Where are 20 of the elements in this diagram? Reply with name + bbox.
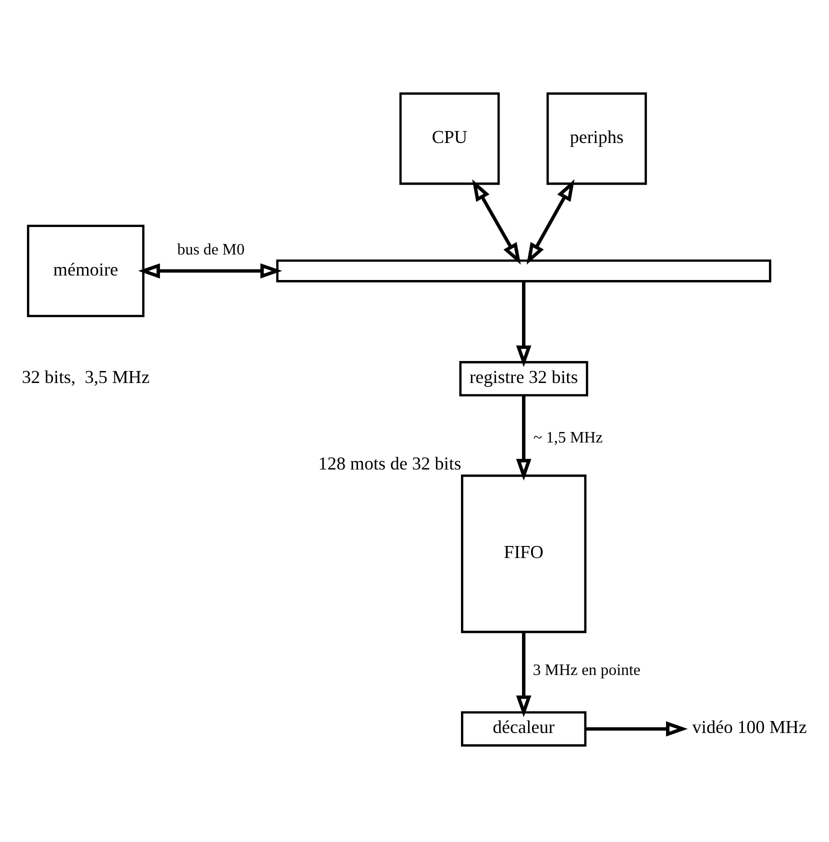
edge-label: 3 MHz en pointe [532,661,641,678]
node-bar [276,259,772,282]
arrow [138,262,282,278]
node-box: mémoire [26,224,144,317]
node-box: CPU [399,92,500,184]
edge-label: bus de M0 [177,241,245,258]
node-text: vidéo 100 MHz [692,716,807,737]
arrow [526,178,575,264]
arrow [516,395,532,480]
node-label: 128 mots de 32 bits [318,453,462,474]
edge-label: ~ 1,5 MHz [533,428,603,446]
node-box: periphs [546,92,647,184]
node-box: FIFO [460,474,586,633]
arrow [516,632,532,717]
arrow [472,178,521,264]
arrow [585,720,688,736]
node-box: registre 32 bits [459,360,588,396]
node-box: décaleur [460,710,586,746]
arrow [516,280,532,367]
label: 32 bits, 3,5 MHz [22,366,150,387]
